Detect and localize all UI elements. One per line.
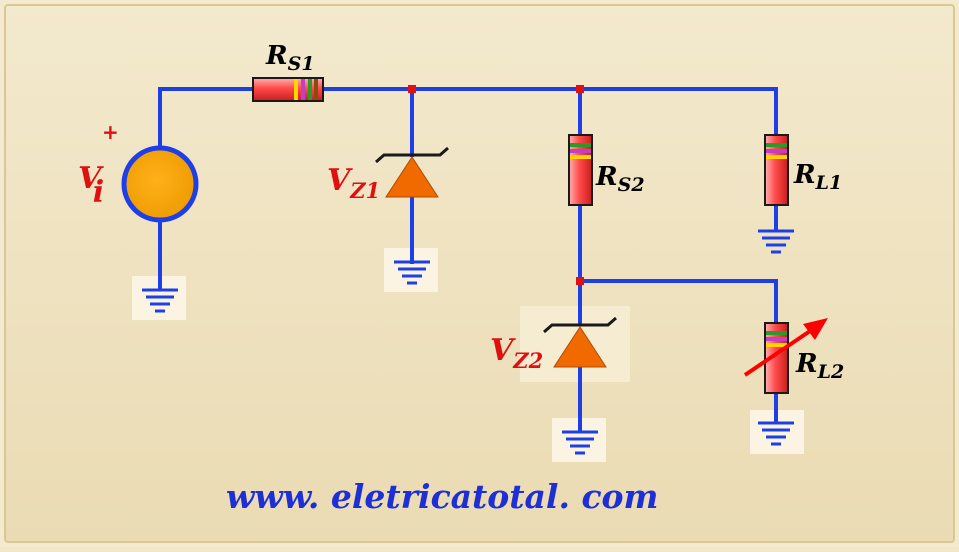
ground-vz1-icon [394,260,430,285]
ground-rl1-icon [758,229,794,254]
diagram-panel [4,4,955,543]
junctions [408,85,584,285]
zener-diode-vz2 [543,316,617,368]
junction-vz2 [576,277,584,285]
voltage-source-vi [121,145,199,223]
resistor-rl1 [764,134,789,206]
junction-vz1 [408,85,416,93]
footer-url: www. eletricatotal. com [226,477,658,516]
label-rs2: RS2 [595,162,645,196]
label-rl1: RL1 [793,160,842,194]
wires [158,87,778,432]
variable-arrow-head [803,318,828,340]
ground-vi-icon [142,288,178,313]
wire-top-bus [320,87,778,137]
resistor-rs1 [252,77,324,102]
junction-rs2 [576,85,584,93]
polarity-plus: + [102,120,119,144]
ground-rl2-icon [758,421,794,446]
label-vi: Vi [78,161,104,210]
wire-rl2-top [578,279,778,325]
resistor-rl2-variable [743,318,828,394]
ground-vz2-icon [562,430,598,455]
label-vz2: VZ2 [490,333,543,373]
wire-vi-rs1 [158,87,255,154]
zener-diode-vz1 [375,146,449,198]
label-rs1: RS1 [265,41,315,75]
label-rl2: RL2 [795,349,844,383]
resistor-rs2 [568,134,593,206]
label-vz1: VZ1 [327,163,380,203]
variable-arrow-shaft [743,325,818,377]
